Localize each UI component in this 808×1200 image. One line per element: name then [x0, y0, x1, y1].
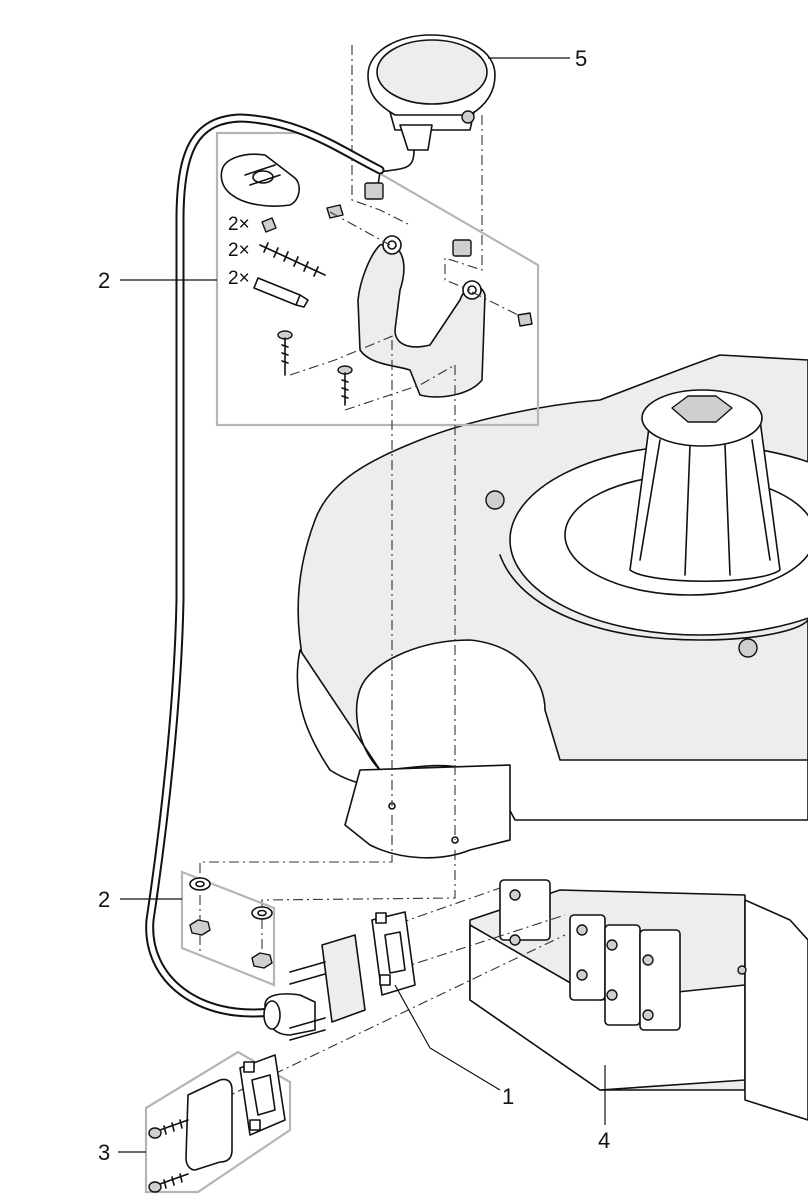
qty-screw-long: 2× [228, 240, 250, 261]
callout-1: 1 [502, 1084, 514, 1109]
cover-bolt-right [738, 638, 758, 658]
block-right [744, 899, 808, 1121]
bracket-screw-left [326, 204, 344, 219]
leader-lines [118, 57, 606, 1153]
wall-template [220, 153, 300, 207]
part-3-cap [148, 1054, 286, 1193]
starter-hub [629, 419, 781, 582]
kit-2-lower-outline [180, 870, 276, 987]
hex-nut-top [671, 395, 733, 423]
callout-4: 4 [598, 1128, 610, 1153]
mount-hole-right [451, 836, 459, 844]
callout-2-mount: 2 [98, 268, 110, 293]
wall-plug-icon [253, 277, 309, 308]
bracket-screw-right [517, 312, 533, 327]
kit-2-outline [215, 131, 540, 427]
ignition-cable-inner [147, 115, 383, 1016]
square-nut-left [364, 182, 384, 200]
vertical-screw-1 [277, 330, 293, 376]
part-1-connector [263, 911, 416, 1041]
callout-2-hardware: 2 [98, 887, 110, 912]
qty-screw-short: 2× [228, 214, 250, 235]
screw-short-icon [261, 217, 277, 233]
qty-wall-plug: 2× [228, 268, 250, 289]
module-plate-2 [569, 914, 606, 1001]
module-plate-1 [499, 879, 551, 941]
cover-bolt-left [485, 490, 505, 510]
washers-and-nuts [189, 877, 273, 969]
vertical-screw-2 [337, 365, 353, 406]
callout-5: 5 [575, 46, 587, 71]
kit-3-outline [144, 1050, 292, 1194]
mount-plate [344, 764, 511, 859]
callout-3: 3 [98, 1140, 110, 1165]
leader-1 [394, 984, 501, 1091]
screw-long-icon [259, 242, 326, 277]
module-screws [509, 889, 747, 1021]
part-5-cover [367, 34, 496, 186]
starter-fins [639, 439, 771, 576]
engine-assembly [296, 354, 808, 1121]
wall-bracket [357, 235, 486, 398]
cover-rim [499, 554, 808, 641]
square-nut-right [452, 239, 472, 257]
